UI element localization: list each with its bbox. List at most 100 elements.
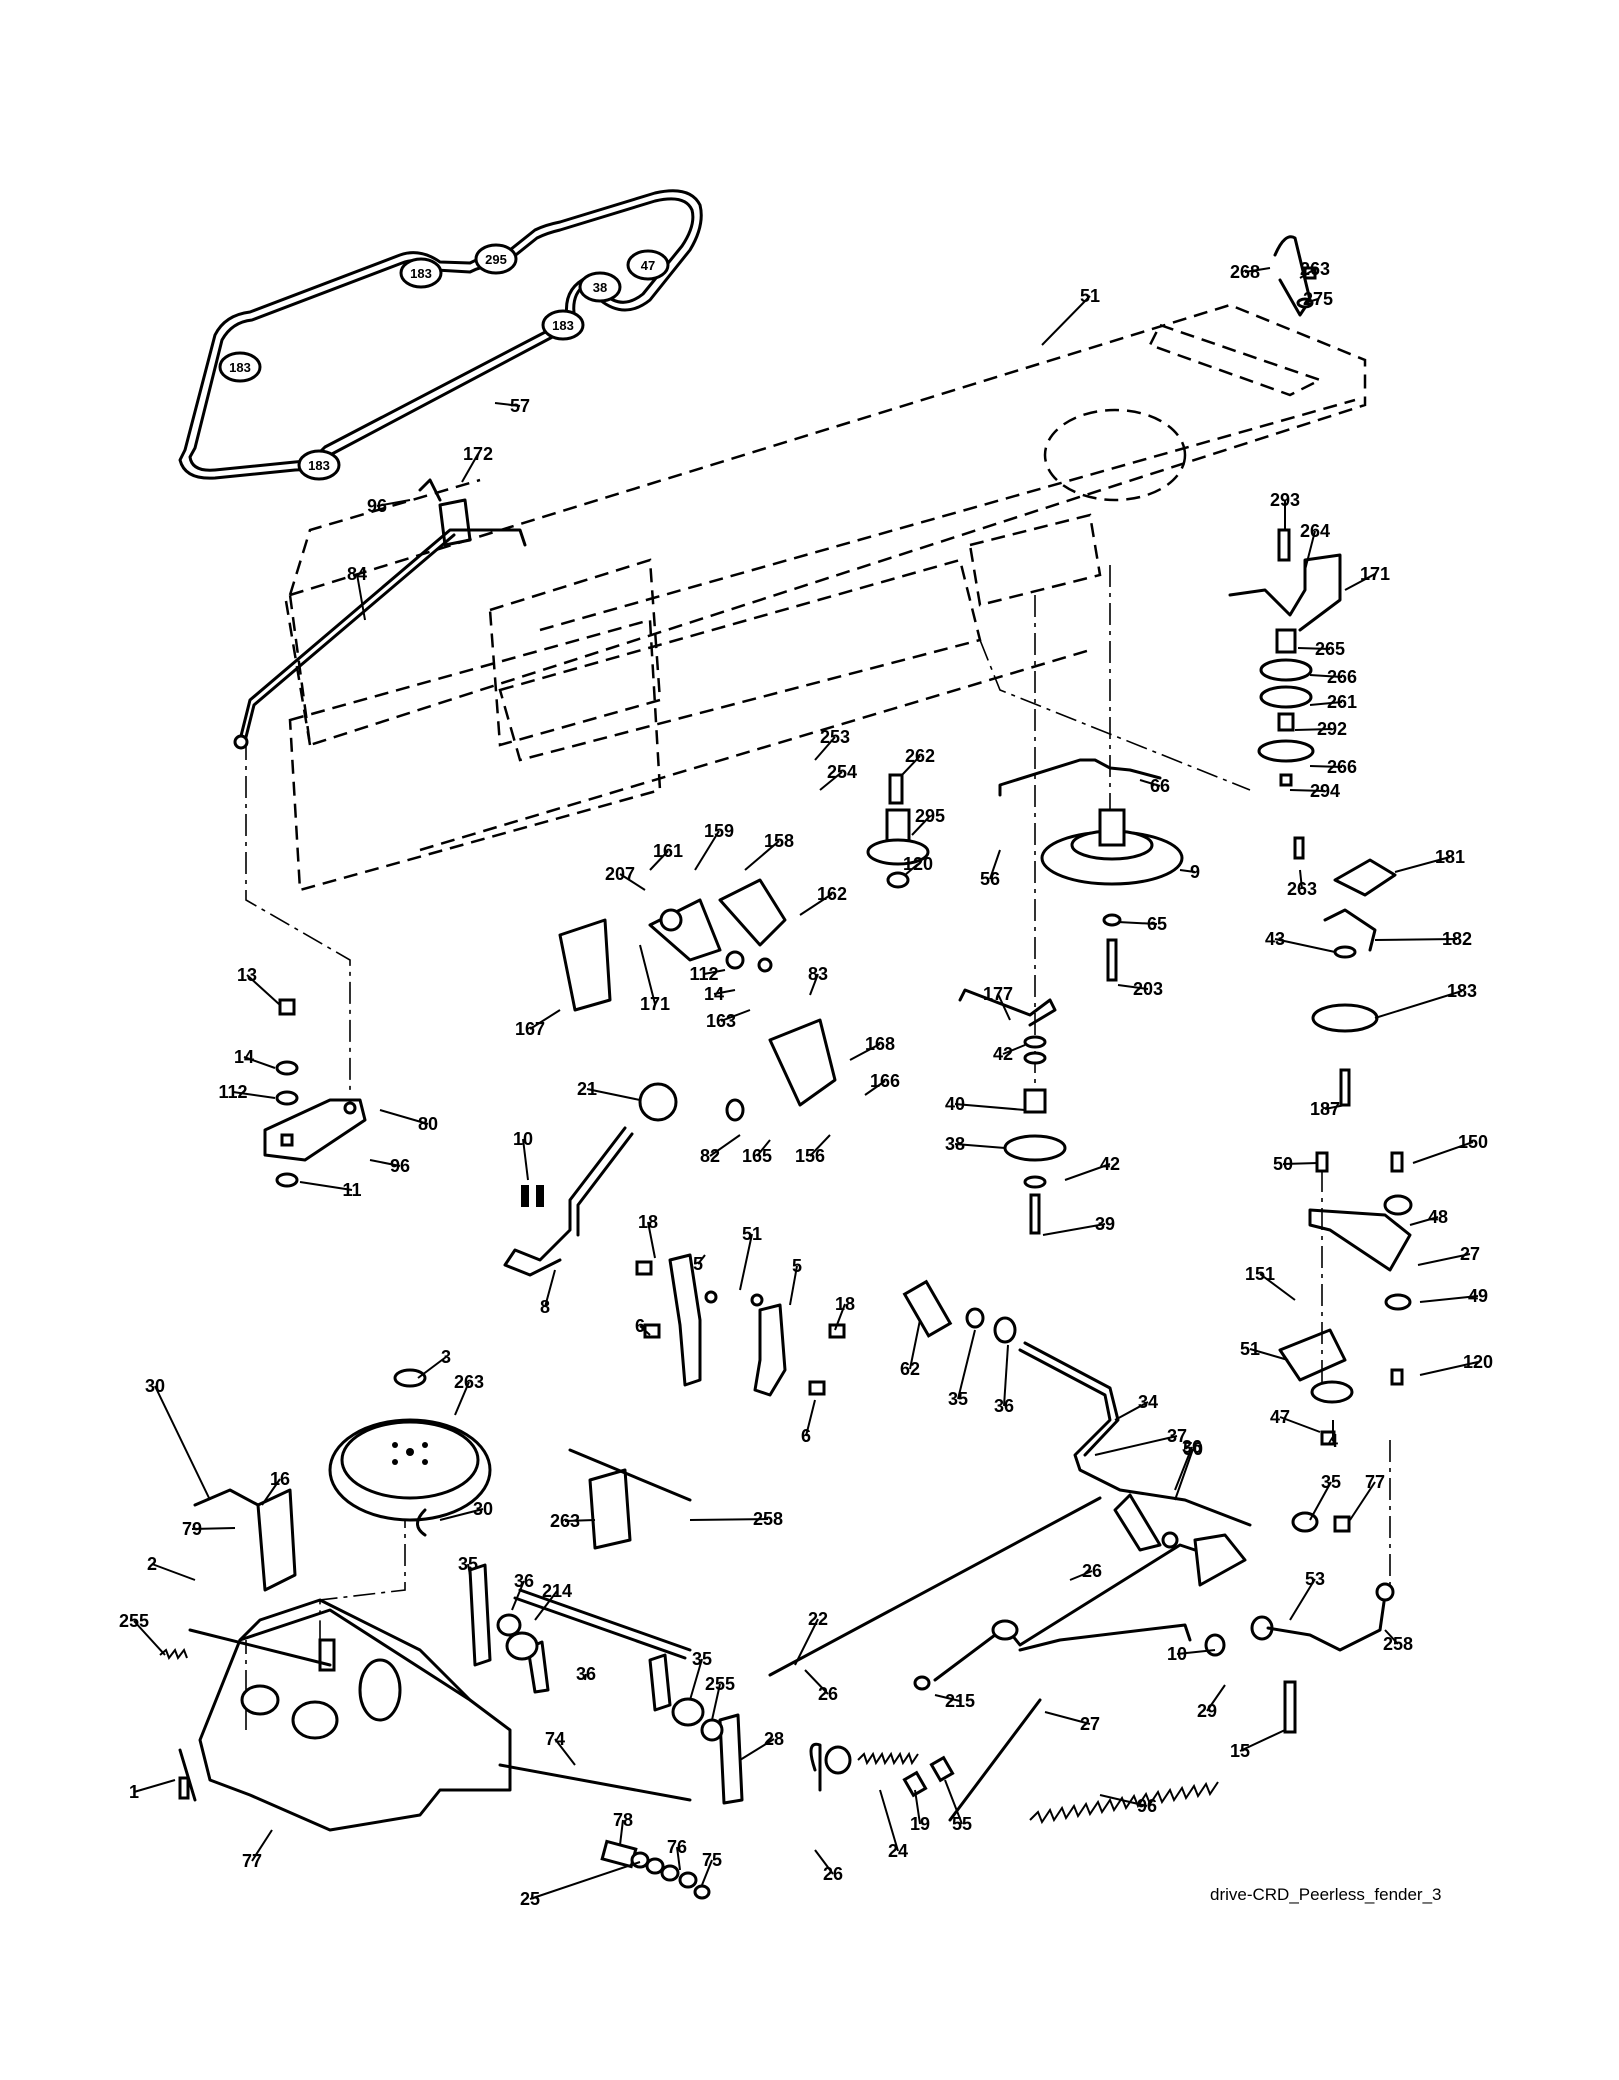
callout-leader: [799, 893, 833, 916]
callout-leader: [1279, 1416, 1321, 1433]
callout-leader: [649, 850, 669, 871]
part-callout-22: 22: [808, 1609, 828, 1629]
callout-leader: [647, 1221, 656, 1259]
part-callout-35: 35: [692, 1649, 712, 1669]
callout-leader: [911, 815, 931, 836]
part-callout-181: 181: [1435, 847, 1465, 867]
part-callout-80: 80: [418, 1114, 438, 1134]
callout-leader: [1294, 728, 1333, 731]
part-callout-15: 15: [1230, 1741, 1250, 1761]
callout-leader: [251, 1829, 273, 1862]
part-callout-43: 43: [1265, 929, 1285, 949]
callout-leader: [694, 830, 720, 871]
brackets-5: [635, 1253, 846, 1397]
part-callout-35: 35: [948, 1389, 968, 1409]
lever-8: [503, 1126, 634, 1277]
callout-leader: [901, 755, 921, 776]
callout-leader: [804, 1669, 829, 1695]
callout-leader: [1139, 779, 1161, 787]
part-callout-50: 50: [1183, 1439, 1203, 1459]
callout-leader: [1259, 1273, 1296, 1301]
callout-leader: [191, 1527, 236, 1530]
part-callout-263: 263: [550, 1511, 580, 1531]
bracket-30-center: [568, 1448, 692, 1550]
part-callout-10: 10: [513, 1129, 533, 1149]
callout-leader: [246, 974, 281, 1006]
part-callout-6: 6: [635, 1316, 645, 1336]
part-callout-35: 35: [1321, 1472, 1341, 1492]
part-callout-215: 215: [945, 1691, 975, 1711]
callout-leader: [1299, 268, 1316, 279]
svg-text:38: 38: [593, 280, 607, 295]
callout-leader: [639, 944, 656, 1005]
part-callout-268: 268: [1230, 262, 1260, 282]
part-callout-161: 161: [653, 841, 683, 861]
part-callout-47: 47: [1270, 1407, 1290, 1427]
callout-leader: [1289, 789, 1326, 792]
part-callout-13: 13: [237, 965, 257, 985]
callout-leader: [909, 1319, 921, 1370]
part-callout-42: 42: [1100, 1154, 1120, 1174]
callout-leader: [814, 736, 836, 761]
part-callout-112: 112: [218, 1082, 247, 1102]
part-callout-1: 1: [129, 1782, 139, 1802]
callout-leader: [1299, 869, 1303, 890]
callout-leader: [1419, 1295, 1479, 1303]
part-callout-30: 30: [473, 1499, 493, 1519]
part-callout-177: 177: [983, 984, 1013, 1004]
bracket-48-assembly: [1278, 1151, 1413, 1446]
callout-leader: [639, 1325, 651, 1336]
callout-leader: [1239, 1729, 1286, 1752]
part-callout-159: 159: [704, 821, 734, 841]
part-callout-8: 8: [540, 1297, 550, 1317]
part-callout-203: 203: [1133, 979, 1163, 999]
svg-text:183: 183: [410, 266, 432, 281]
part-callout-42: 42: [993, 1044, 1013, 1064]
callout-leader: [1309, 765, 1343, 768]
svg-text:183: 183: [552, 318, 574, 333]
part-callout-275: 275: [1303, 289, 1333, 309]
callout-leader: [554, 1738, 576, 1766]
part-callout-96: 96: [390, 1156, 410, 1176]
callout-leader: [703, 969, 726, 975]
part-callout-9: 9: [1190, 862, 1200, 882]
callout-leader: [1117, 921, 1158, 925]
callout-leader: [299, 1181, 353, 1191]
spring-55: [1029, 1781, 1219, 1825]
callout-leader: [1094, 1435, 1178, 1456]
frame-outline: [283, 303, 1367, 892]
belt-pulleys: 183 183 295 47 38 183 183: [218, 243, 670, 481]
bracket-cluster: [558, 878, 837, 1122]
callout-leader: [1041, 295, 1091, 346]
callout-leader: [814, 1849, 834, 1875]
part-callout-50: 50: [1273, 1154, 1293, 1174]
callout-leader: [1297, 647, 1331, 650]
callout-leader: [376, 499, 411, 507]
callout-leader: [1282, 1162, 1319, 1165]
part-callout-77: 77: [1365, 1472, 1385, 1492]
part-callout-294: 294: [1310, 781, 1340, 801]
pulley-183-b: 183: [399, 257, 443, 289]
part-callout-265: 265: [1315, 639, 1345, 659]
part-callout-171: 171: [640, 994, 670, 1014]
part-callout-36: 36: [994, 1396, 1014, 1416]
callout-leader: [261, 1478, 281, 1506]
part-callout-258: 258: [1383, 1634, 1413, 1654]
part-callout-26: 26: [1082, 1561, 1102, 1581]
callout-leader: [954, 1103, 1026, 1111]
callout-leader: [794, 1618, 819, 1666]
part-callout-29: 29: [1197, 1701, 1217, 1721]
part-callout-62: 62: [900, 1359, 920, 1379]
part-callout-74: 74: [545, 1729, 565, 1749]
part-callout-48: 48: [1428, 1207, 1448, 1227]
part-callout-158: 158: [764, 831, 794, 851]
part-callout-25: 25: [520, 1889, 540, 1909]
part-callout-51: 51: [1240, 1339, 1260, 1359]
callout-leader: [1374, 938, 1458, 941]
part-callout-5: 5: [792, 1256, 802, 1276]
part-callout-4: 4: [1328, 1431, 1338, 1451]
part-callout-172: 172: [463, 444, 493, 464]
callout-leader: [1244, 267, 1271, 273]
callout-leader: [529, 1861, 641, 1900]
part-callout-35: 35: [458, 1554, 478, 1574]
